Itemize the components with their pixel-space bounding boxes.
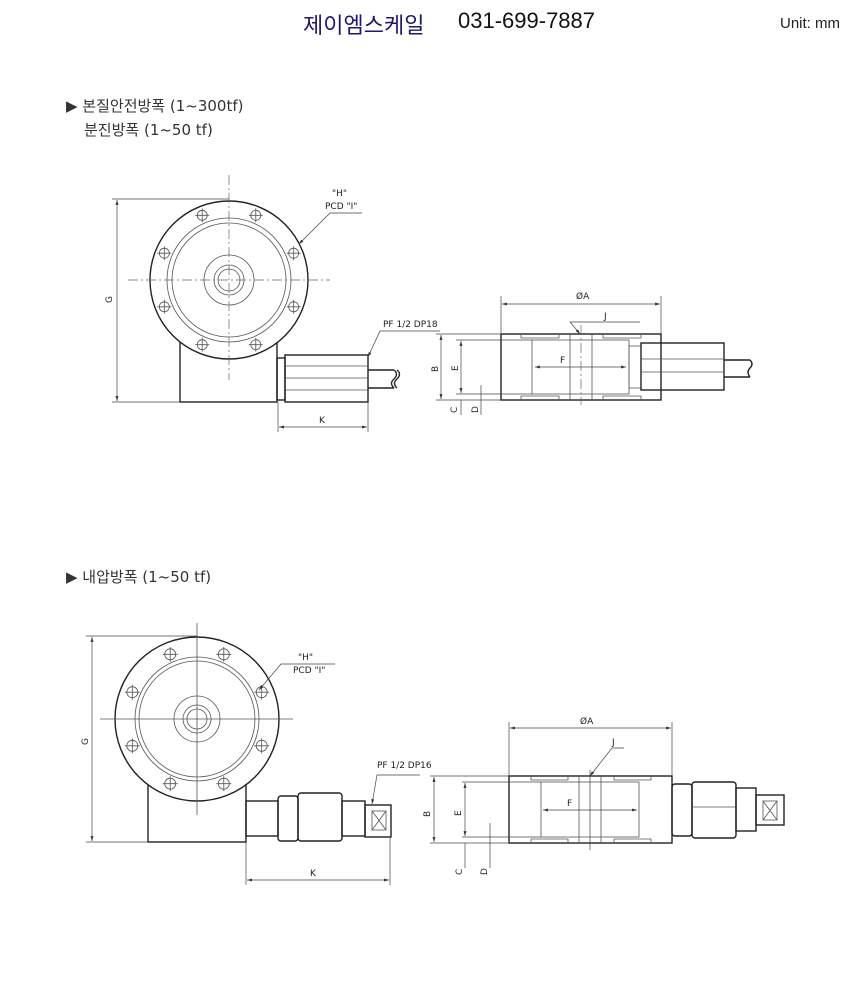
- dim-k: K: [319, 416, 326, 426]
- bolt-hole-centermark: [195, 208, 210, 223]
- label-pf: PF 1/2 DP18: [383, 320, 438, 330]
- front-view-1: G K "H" PCD "I" PF 1/2 DP18: [105, 175, 440, 432]
- bolt-hole-centermark: [254, 738, 270, 754]
- dim-g: G: [81, 738, 91, 745]
- phone-number: 031-699-7887: [458, 8, 596, 33]
- dim-a: ØA: [580, 716, 594, 727]
- label-pcd: PCD "I": [325, 202, 357, 212]
- side-view-2: ØA J F B E C D: [423, 716, 785, 875]
- dim-b: B: [431, 366, 441, 372]
- dim-j: J: [611, 738, 615, 748]
- bolt-hole-centermark: [162, 646, 178, 662]
- bolt-hole-centermark: [157, 299, 172, 314]
- dim-e: E: [451, 365, 461, 371]
- label-pcd: PCD "I": [293, 666, 325, 676]
- dim-c: C: [450, 407, 460, 413]
- front-view-2: G K "H" PCD "I" PF 1/2 DP16: [81, 623, 432, 885]
- bolt-hole-centermark: [286, 299, 301, 314]
- dim-d: D: [471, 406, 481, 413]
- dim-c: C: [455, 869, 465, 875]
- section1-subtitle: 분진방폭 (1~50 tf): [84, 121, 213, 139]
- company-name: 제이엠스케일: [303, 14, 425, 39]
- label-h: "H": [298, 653, 313, 663]
- bolt-hole-centermark: [124, 738, 140, 754]
- bolt-hole-centermark: [157, 246, 172, 261]
- dim-j: J: [603, 312, 607, 322]
- label-pf: PF 1/2 DP16: [377, 761, 432, 771]
- bolt-hole-centermark: [248, 208, 263, 223]
- bolt-hole-centermark: [216, 646, 232, 662]
- bolt-hole-centermark: [162, 776, 178, 792]
- dim-k: K: [310, 869, 317, 879]
- bolt-hole-centermark: [124, 684, 140, 700]
- bolt-holes: [124, 646, 270, 792]
- dim-b: B: [423, 811, 433, 817]
- dim-f: F: [560, 356, 565, 366]
- bolt-hole-centermark: [195, 337, 210, 352]
- section1-title: ▶ 본질안전방폭 (1~300tf): [66, 97, 244, 115]
- bolt-hole-centermark: [216, 776, 232, 792]
- bolt-holes: [157, 208, 301, 352]
- bolt-hole-centermark: [248, 337, 263, 352]
- dim-e: E: [454, 810, 464, 816]
- unit-label: Unit: mm: [780, 15, 840, 32]
- dim-g: G: [105, 296, 115, 303]
- dim-a: ØA: [576, 291, 590, 302]
- dim-f: F: [567, 799, 572, 809]
- section2-title: ▶ 내압방폭 (1~50 tf): [66, 568, 212, 586]
- side-view-1: ØA J F B E C D: [431, 291, 753, 415]
- dim-d: D: [480, 868, 490, 875]
- label-h: "H": [332, 189, 347, 199]
- bolt-hole-centermark: [286, 246, 301, 261]
